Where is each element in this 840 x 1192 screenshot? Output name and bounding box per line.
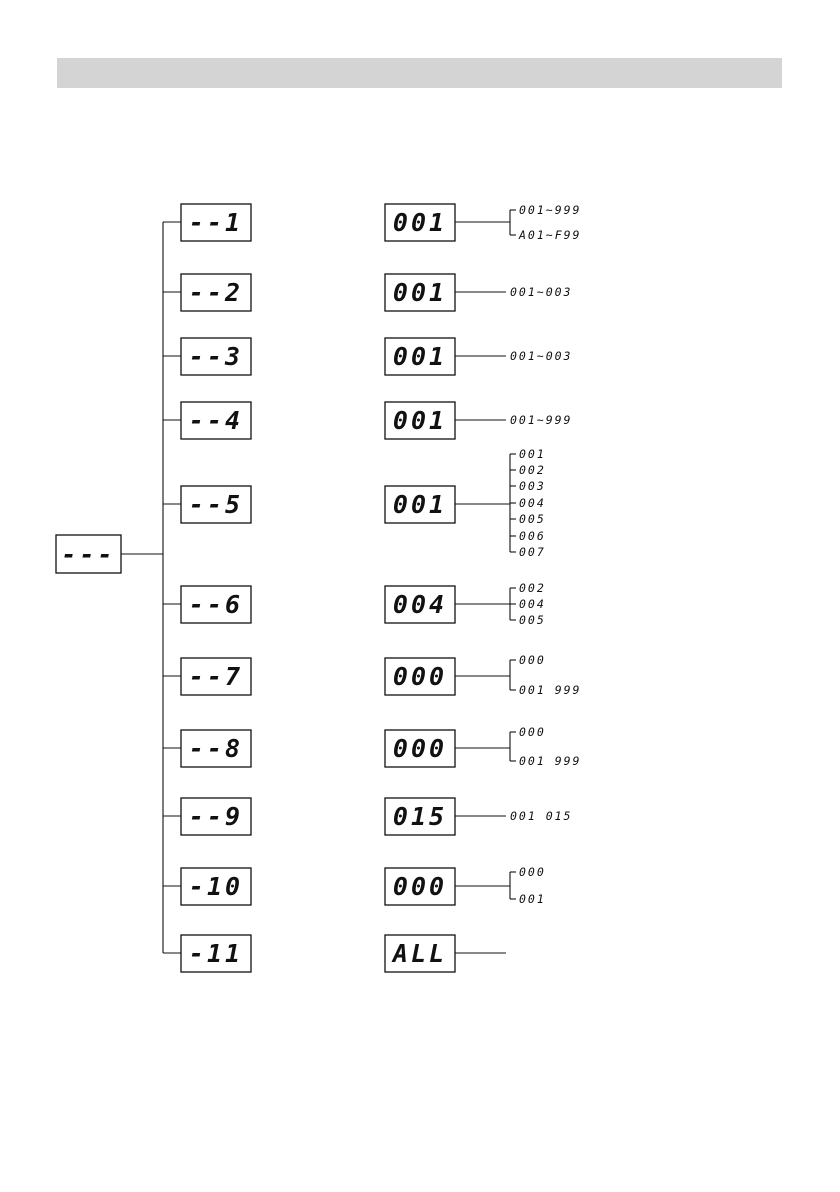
option-label: 007 <box>519 545 546 559</box>
menu-code-label: --6 <box>189 590 243 619</box>
menu-row: --2 001 001~003 <box>163 274 572 311</box>
option-label: 000 <box>519 725 546 739</box>
menu-code-label: -11 <box>189 939 243 968</box>
menu-code-label: --1 <box>189 208 243 237</box>
menu-code-label: --2 <box>189 278 243 307</box>
option-label: 001 015 <box>510 809 572 823</box>
menu-row: -10 000 000 001 <box>163 865 546 906</box>
menu-code-label: -10 <box>189 872 243 901</box>
option-label: 002 <box>519 581 546 595</box>
option-label: 006 <box>519 529 546 543</box>
option-label: 000 <box>519 653 546 667</box>
option-label: 005 <box>519 613 546 627</box>
option-label: 001 <box>519 447 546 461</box>
menu-value-label: 000 <box>393 662 447 691</box>
menu-code-label: --4 <box>189 406 243 435</box>
menu-value-label: 001 <box>393 406 447 435</box>
menu-value-label: 004 <box>393 590 447 619</box>
option-label: 001~999 <box>510 413 572 427</box>
option-label: 001 999 <box>519 683 581 697</box>
root-label: --- <box>61 540 115 569</box>
option-label: 003 <box>519 479 546 493</box>
menu-code-label: --3 <box>189 342 243 371</box>
menu-row: --6 004 002 004 005 <box>163 581 546 627</box>
menu-value-label: 001 <box>393 342 447 371</box>
menu-code-label: --7 <box>189 662 243 691</box>
menu-row: --8 000 000 001 999 <box>163 725 581 768</box>
menu-value-label: 000 <box>393 872 447 901</box>
menu-value-label: 000 <box>393 734 447 763</box>
menu-row: --5 001 001 002 003 004 005 006 007 <box>163 447 546 559</box>
root-node: --- <box>56 535 121 573</box>
option-label: 001~003 <box>510 349 572 363</box>
option-label: 000 <box>519 865 546 879</box>
option-label: 004 <box>519 496 546 510</box>
menu-value-label: 001 <box>393 278 447 307</box>
menu-code-label: --9 <box>189 802 243 831</box>
option-label: A01~F99 <box>518 228 581 242</box>
option-label: 005 <box>519 512 546 526</box>
menu-row: -11 ALL <box>163 935 506 972</box>
option-label: 001 <box>519 892 546 906</box>
menu-value-label: 001 <box>393 208 447 237</box>
menu-code-label: --5 <box>189 490 243 519</box>
option-label: 001 999 <box>519 754 581 768</box>
option-label: 001~003 <box>510 285 572 299</box>
menu-row: --3 001 001~003 <box>163 338 572 375</box>
menu-value-label: 001 <box>393 490 447 519</box>
option-label: 004 <box>519 597 546 611</box>
menu-row: --7 000 000 001 999 <box>163 653 581 697</box>
menu-row: --4 001 001~999 <box>163 402 572 439</box>
menu-value-label: 015 <box>393 802 447 831</box>
menu-row: --9 015 001 015 <box>163 798 572 835</box>
option-label: 002 <box>519 463 546 477</box>
option-label: 001~999 <box>519 203 581 217</box>
menu-value-label: ALL <box>391 939 447 968</box>
menu-code-label: --8 <box>189 734 243 763</box>
